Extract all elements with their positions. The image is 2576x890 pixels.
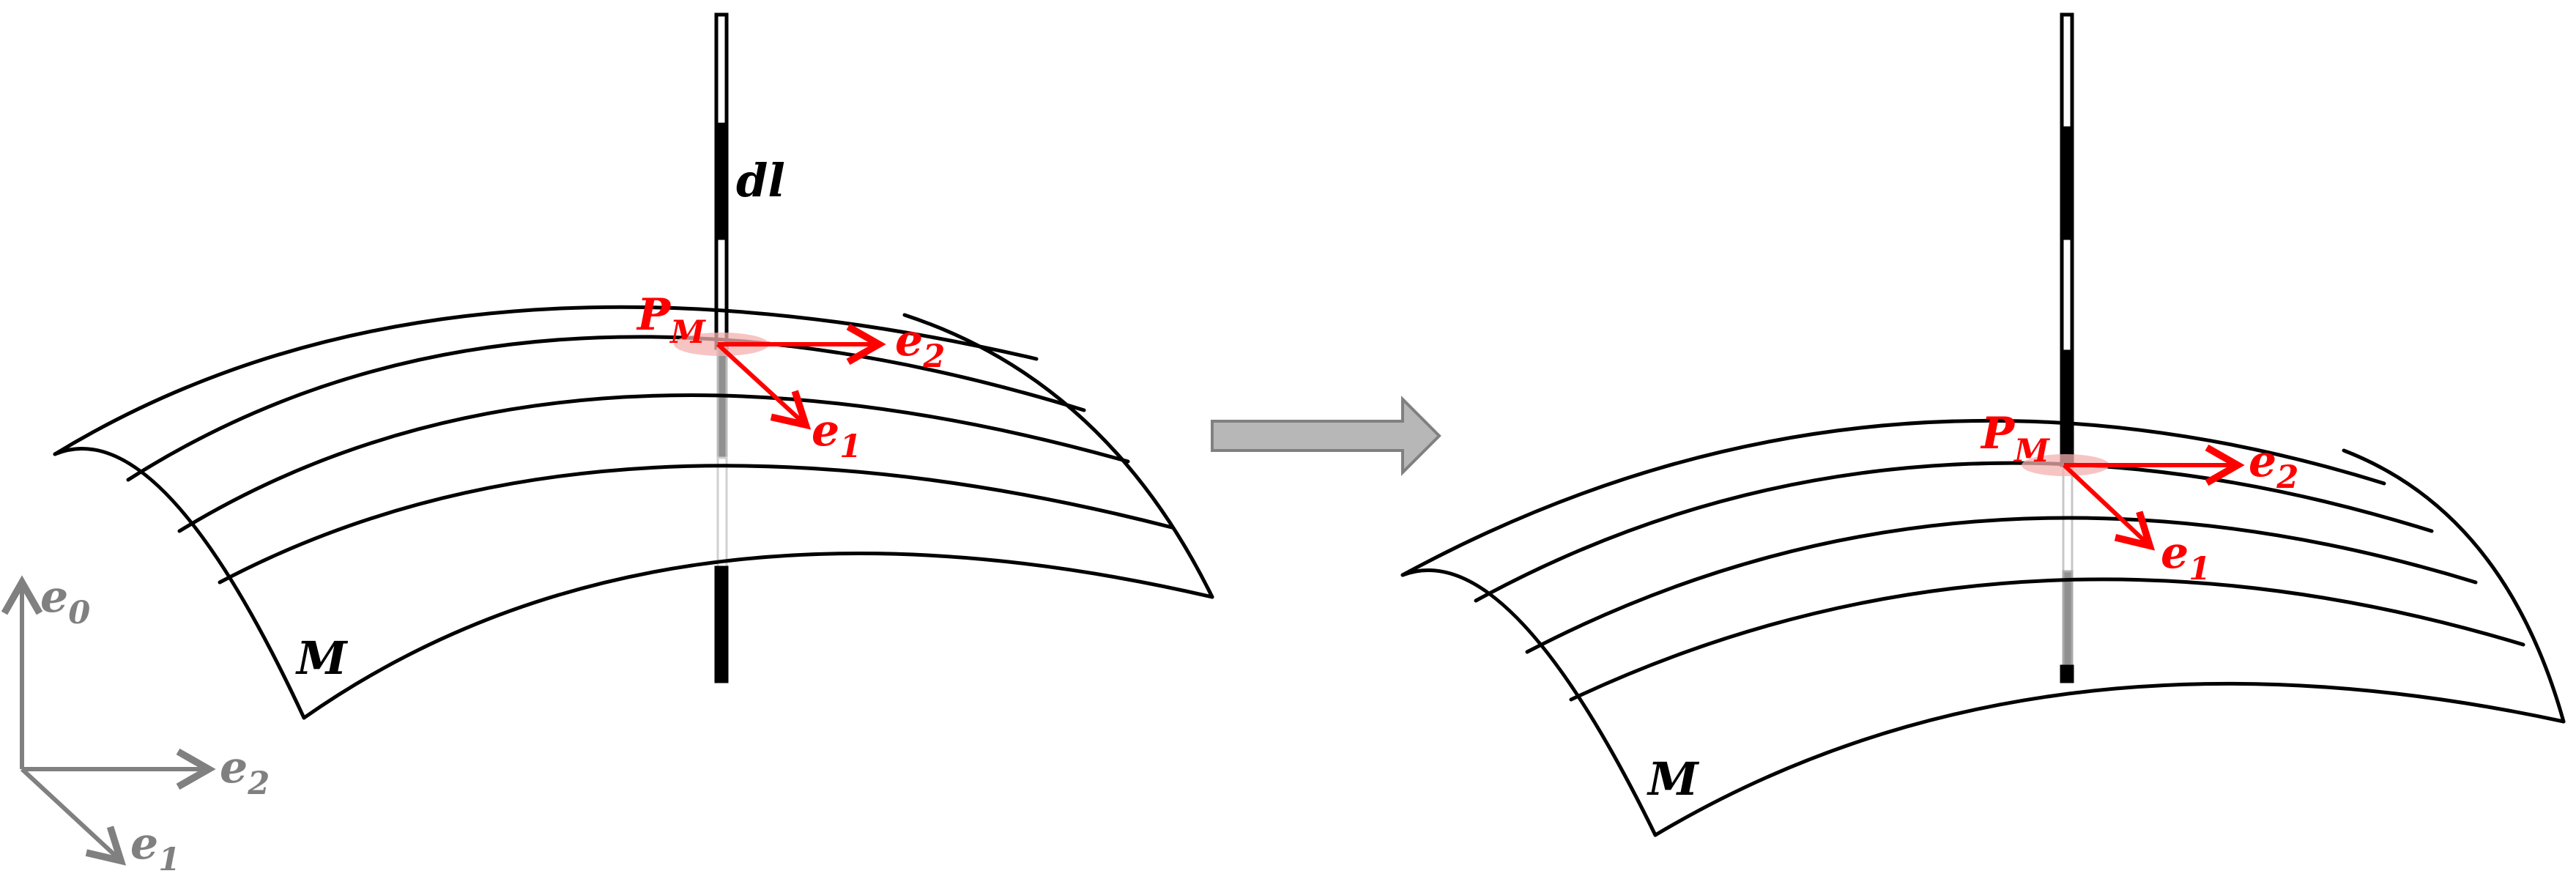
coordinate-axes [1, 575, 216, 866]
manifold-surface-right [1400, 418, 2566, 837]
vector-label-e1-right: e1 [2161, 527, 2211, 587]
manifold-surface-left [53, 305, 1214, 720]
transition-arrow-icon [1211, 396, 1441, 476]
axis-label-e0: e0 [40, 571, 90, 631]
manifold-label-right: M [1647, 752, 1700, 806]
vector-label-e2-right: e2 [2249, 436, 2298, 496]
axis-label-e1: e1 [130, 818, 180, 878]
left-panel: dl M PM e2 e1 e0 e2 e1 [1, 12, 1214, 878]
tangent-vector-e1-right [2062, 463, 2156, 551]
measuring-rod-left [714, 12, 729, 683]
measuring-rod-right [2060, 12, 2074, 683]
point-label-left: PM [636, 289, 706, 351]
point-label-right: PM [1980, 408, 2050, 470]
tangent-vector-e1-left [716, 342, 812, 430]
manifold-label-left: M [295, 631, 349, 685]
right-panel: M PM e2 e1 [1400, 12, 2566, 837]
axis-label-e2: e2 [220, 742, 270, 802]
vector-label-e2-left: e2 [895, 315, 945, 375]
vector-label-e1-left: e1 [812, 405, 861, 465]
rod-length-label: dl [736, 154, 785, 207]
